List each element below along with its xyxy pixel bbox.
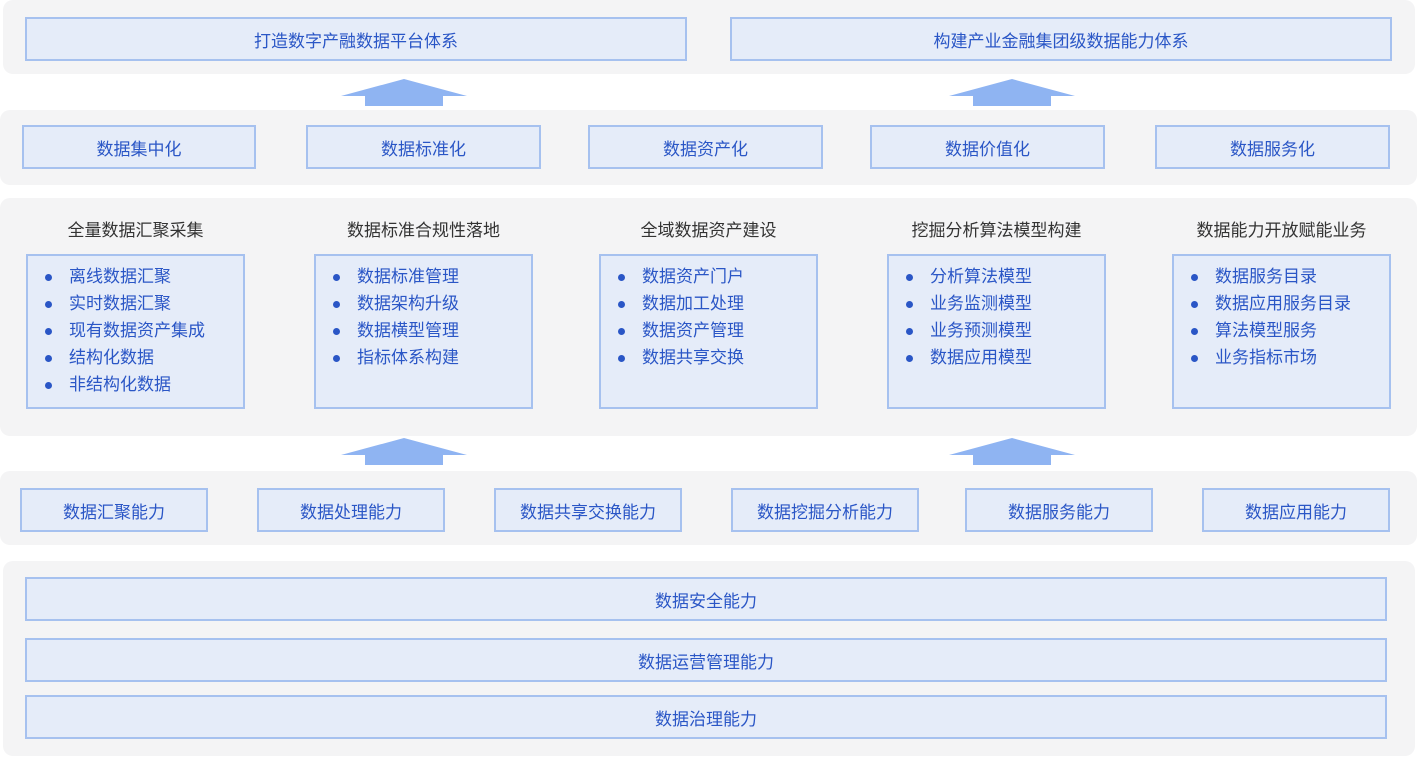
bullet-icon: [1191, 274, 1198, 281]
capability-box-sharing: 数据共享交换能力: [494, 488, 682, 532]
goal-box-2: 构建产业金融集团级数据能力体系: [730, 17, 1392, 61]
column-title-2: 数据标准合规性落地: [347, 221, 500, 241]
up-arrow-lower-left: [341, 438, 467, 465]
list-item: 数据应用服务目录: [1189, 291, 1389, 318]
up-arrow-upper-right: [949, 79, 1075, 106]
capability-box-mining: 数据挖掘分析能力: [731, 488, 919, 532]
stage-box-centralization: 数据集中化: [22, 125, 256, 169]
list-item: 现有数据资产集成: [43, 318, 243, 345]
list-item: 数据共享交换: [616, 345, 816, 372]
list-item: 数据资产管理: [616, 318, 816, 345]
bullet-icon: [333, 328, 340, 335]
capability-box-service: 数据服务能力: [965, 488, 1153, 532]
list-item: 结构化数据: [43, 345, 243, 372]
bullet-icon: [906, 274, 913, 281]
column-list-1: 离线数据汇聚 实时数据汇聚 现有数据资产集成 结构化数据 非结构化数据: [26, 254, 245, 409]
stage-box-valorization: 数据价值化: [870, 125, 1105, 169]
capabilities-band: [0, 471, 1417, 545]
bullet-icon: [333, 274, 340, 281]
list-item: 数据加工处理: [616, 291, 816, 318]
column-list-3: 数据资产门户 数据加工处理 数据资产管理 数据共享交换: [599, 254, 818, 409]
bullet-icon: [333, 301, 340, 308]
capability-box-aggregation: 数据汇聚能力: [20, 488, 208, 532]
bullet-icon: [45, 328, 52, 335]
bullet-icon: [906, 328, 913, 335]
bullet-icon: [1191, 328, 1198, 335]
column-list-5: 数据服务目录 数据应用服务目录 算法模型服务 业务指标市场: [1172, 254, 1391, 409]
stage-box-assetization: 数据资产化: [588, 125, 823, 169]
bullet-icon: [618, 355, 625, 362]
up-arrow-upper-left: [341, 79, 467, 106]
bullet-icon: [45, 301, 52, 308]
foundation-box-operations: 数据运营管理能力: [25, 638, 1387, 682]
list-item: 数据应用模型: [904, 345, 1104, 372]
bullet-icon: [618, 274, 625, 281]
column-title-3: 全域数据资产建设: [640, 221, 777, 241]
list-item: 数据资产门户: [616, 264, 816, 291]
list-item: 分析算法模型: [904, 264, 1104, 291]
column-title-5: 数据能力开放赋能业务: [1196, 221, 1367, 241]
column-title-4: 挖掘分析算法模型构建: [911, 221, 1082, 241]
bullet-icon: [906, 301, 913, 308]
capability-box-application: 数据应用能力: [1202, 488, 1390, 532]
list-item: 数据服务目录: [1189, 264, 1389, 291]
list-item: 数据横型管理: [331, 318, 531, 345]
bullet-icon: [618, 301, 625, 308]
list-item: 指标体系构建: [331, 345, 531, 372]
list-item: 非结构化数据: [43, 372, 243, 399]
list-item: 数据标准管理: [331, 264, 531, 291]
foundation-box-governance: 数据治理能力: [25, 695, 1387, 739]
bullet-icon: [333, 355, 340, 362]
up-arrow-lower-right: [949, 438, 1075, 465]
bullet-icon: [618, 328, 625, 335]
goal-box-1: 打造数字产融数据平台体系: [25, 17, 687, 61]
bullet-icon: [45, 382, 52, 389]
stage-box-servitization: 数据服务化: [1155, 125, 1390, 169]
column-list-2: 数据标准管理 数据架构升级 数据横型管理 指标体系构建: [314, 254, 533, 409]
bullet-icon: [1191, 355, 1198, 362]
list-item: 业务指标市场: [1189, 345, 1389, 372]
bullet-icon: [906, 355, 913, 362]
stage-box-standardization: 数据标准化: [306, 125, 541, 169]
bullet-icon: [45, 274, 52, 281]
foundation-box-security: 数据安全能力: [25, 577, 1387, 621]
list-item: 数据架构升级: [331, 291, 531, 318]
list-item: 业务预测模型: [904, 318, 1104, 345]
bullet-icon: [45, 355, 52, 362]
capability-box-processing: 数据处理能力: [257, 488, 445, 532]
column-title-1: 全量数据汇聚采集: [67, 221, 204, 241]
list-item: 离线数据汇聚: [43, 264, 243, 291]
bullet-icon: [1191, 301, 1198, 308]
column-list-4: 分析算法模型 业务监测模型 业务预测模型 数据应用模型: [887, 254, 1106, 409]
list-item: 算法模型服务: [1189, 318, 1389, 345]
list-item: 业务监测模型: [904, 291, 1104, 318]
list-item: 实时数据汇聚: [43, 291, 243, 318]
